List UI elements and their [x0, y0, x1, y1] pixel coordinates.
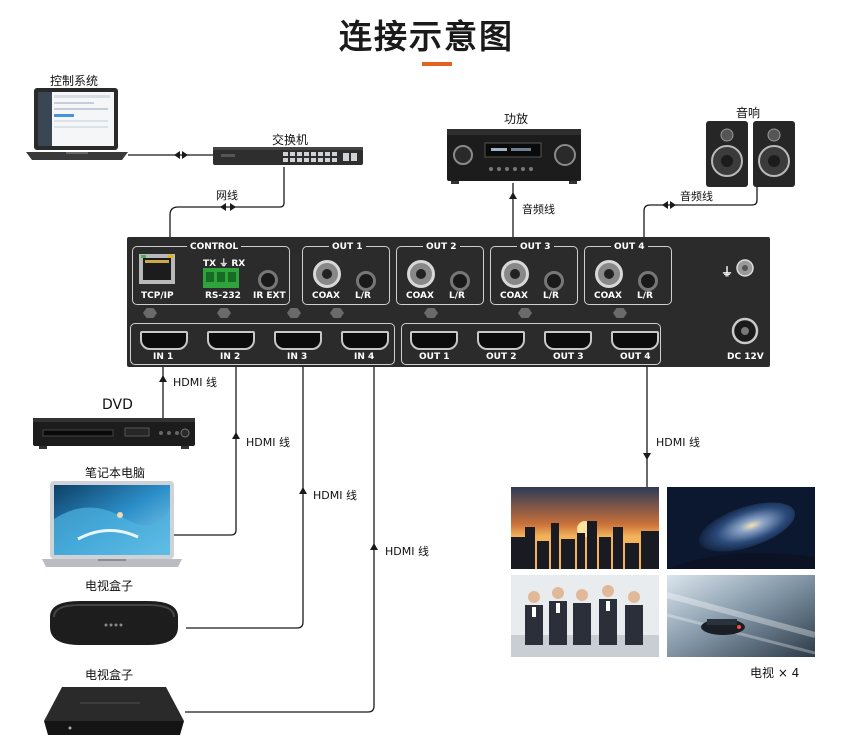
out3-label: OUT 3	[553, 352, 584, 362]
out4-lr-jack	[638, 271, 658, 291]
label-hdmi-cable-in4: HDMI 线	[385, 545, 429, 558]
tv-screen-space-icon	[667, 487, 815, 569]
diagram-title: 连接示意图	[339, 17, 514, 56]
hdmi-in3-port	[274, 331, 322, 350]
out1-label: OUT 1	[419, 352, 450, 362]
hdmi-in2-port	[207, 331, 255, 350]
tv-box-square-icon	[44, 687, 184, 735]
matrix-rear-panel: CONTROL TCP/IP TX ⏚ RX RS-232 IR EXT OUT…	[127, 237, 770, 367]
label-hdmi-cable-out: HDMI 线	[656, 436, 700, 449]
hdmi-in1-port	[140, 331, 188, 350]
out3-coax-jack	[501, 260, 529, 288]
label-hdmi-cable-in1: HDMI 线	[173, 376, 217, 389]
dvd-player-icon	[33, 418, 195, 449]
out1-coax-jack	[313, 260, 341, 288]
indicator-led	[143, 308, 157, 318]
title-accent-bar	[422, 62, 452, 66]
label-network-cable: 网线	[216, 189, 238, 202]
indicator-led	[424, 308, 438, 318]
txrx-label: TX ⏚ RX	[203, 259, 246, 269]
out2-lr-jack	[450, 271, 470, 291]
label-amp-audio-cable: 音频线	[522, 203, 555, 216]
dc-power-jack-icon	[731, 317, 759, 345]
tv-screen-car-icon	[667, 575, 815, 657]
out2-lr-label: L/R	[449, 291, 465, 301]
tv-screen-city-icon	[511, 487, 659, 569]
label-tv: 电视 × 4	[750, 666, 800, 680]
label-speaker-audio-cable: 音频线	[680, 190, 713, 203]
network-switch-icon	[213, 147, 363, 165]
out2-label: OUT 2	[486, 352, 517, 362]
rs232-label: RS-232	[205, 291, 241, 301]
label-hdmi-cable-in2: HDMI 线	[246, 436, 290, 449]
label-laptop: 笔记本电脑	[85, 466, 146, 480]
speaker-left-icon	[706, 121, 748, 187]
out2-coax-label: COAX	[406, 291, 434, 301]
out1-lr-label: L/R	[355, 291, 371, 301]
indicator-led	[518, 308, 532, 318]
out1-audio-title: OUT 1	[329, 242, 366, 252]
in3-label: IN 3	[287, 352, 308, 362]
indicator-led	[217, 308, 231, 318]
label-speaker: 音响	[736, 106, 761, 120]
hdmi-out3-port	[544, 331, 592, 350]
hdmi-out1-port	[410, 331, 458, 350]
label-hdmi-cable-in3: HDMI 线	[313, 489, 357, 502]
label-amplifier: 功放	[504, 112, 529, 126]
out1-coax-label: COAX	[312, 291, 340, 301]
label-tvbox1: 电视盒子	[85, 579, 134, 593]
out1-lr-jack	[356, 271, 376, 291]
rj45-port-icon	[139, 254, 175, 284]
out4-audio-title: OUT 4	[611, 242, 648, 252]
out4-coax-label: COAX	[594, 291, 622, 301]
out2-audio-title: OUT 2	[423, 242, 460, 252]
hdmi-in4-port	[341, 331, 389, 350]
label-dvd: DVD	[102, 397, 133, 413]
control-group-title: CONTROL	[187, 242, 242, 252]
out3-lr-label: L/R	[543, 291, 559, 301]
out4-lr-label: L/R	[637, 291, 653, 301]
in2-label: IN 2	[220, 352, 241, 362]
in1-label: IN 1	[153, 352, 174, 362]
hdmi-out2-port	[477, 331, 525, 350]
label-tvbox2: 电视盒子	[85, 668, 134, 682]
out4-coax-jack	[595, 260, 623, 288]
control-laptop-icon	[26, 88, 128, 160]
out3-coax-label: COAX	[500, 291, 528, 301]
wire-in3	[186, 356, 304, 629]
indicator-led	[330, 308, 344, 318]
amplifier-icon	[447, 129, 581, 184]
out3-lr-jack	[544, 271, 564, 291]
out3-audio-title: OUT 3	[517, 242, 554, 252]
indicator-led	[613, 308, 627, 318]
hdmi-in-group	[130, 323, 395, 365]
out2-coax-jack	[407, 260, 435, 288]
speaker-right-icon	[753, 121, 795, 187]
tv-screen-meeting-icon	[511, 575, 659, 657]
ir-ext-jack	[258, 270, 278, 290]
label-control-system: 控制系统	[50, 74, 99, 88]
tcpip-label: TCP/IP	[141, 291, 174, 301]
wire-in4	[185, 356, 375, 713]
hdmi-out4-port	[611, 331, 659, 350]
ground-icon: ⏚	[721, 265, 734, 279]
in4-label: IN 4	[354, 352, 375, 362]
ground-screw-icon	[736, 259, 754, 277]
out4-label: OUT 4	[620, 352, 651, 362]
indicator-led	[287, 308, 301, 318]
label-switch: 交换机	[272, 133, 309, 147]
rs232-terminal-icon	[203, 268, 239, 288]
irext-label: IR EXT	[253, 291, 286, 301]
dc12v-label: DC 12V	[727, 352, 764, 362]
tv-box-round-icon	[50, 601, 178, 645]
laptop-icon	[42, 481, 182, 567]
hdmi-out-group	[401, 323, 661, 365]
